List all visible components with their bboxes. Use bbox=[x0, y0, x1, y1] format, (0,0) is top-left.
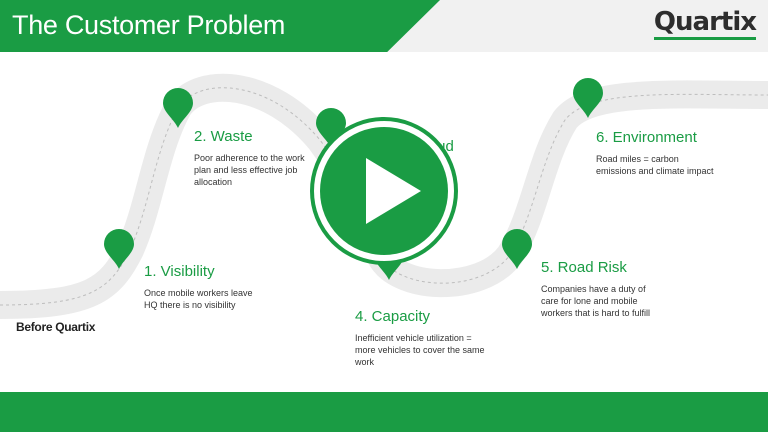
map-pin-icon bbox=[163, 88, 193, 128]
step-title: 5. Road Risk bbox=[541, 259, 627, 276]
page-title: The Customer Problem bbox=[12, 10, 286, 40]
step-title: 6. Environment bbox=[596, 129, 697, 146]
play-icon bbox=[366, 158, 421, 224]
step-title: 4. Capacity bbox=[355, 308, 431, 325]
map-pin-icon bbox=[316, 108, 346, 148]
step-environment: 6. Environment Road miles = carbon emiss… bbox=[596, 129, 716, 177]
step-visibility: 1. Visibility Once mobile workers leave … bbox=[144, 263, 254, 311]
play-button[interactable] bbox=[309, 116, 459, 266]
step-description: Once mobile workers leave HQ there is no… bbox=[144, 288, 253, 310]
map-pin-icon bbox=[573, 78, 603, 118]
footer-bar bbox=[0, 392, 768, 432]
step-capacity: 4. Capacity Inefficient vehicle utilizat… bbox=[355, 308, 485, 368]
step-description: Inefficient vehicle utilization = more v… bbox=[355, 333, 485, 367]
step-waste: 2. Waste Poor adherence to the work plan… bbox=[194, 128, 306, 188]
map-pin-icon bbox=[502, 229, 532, 269]
title-band bbox=[0, 0, 440, 52]
step-road-risk: 5. Road Risk Companies have a duty of ca… bbox=[541, 259, 656, 319]
step-description: Road miles = carbon emissions and climat… bbox=[596, 154, 714, 176]
logo-underline bbox=[653, 37, 756, 40]
step-description: Companies have a duty of care for lone a… bbox=[541, 284, 651, 318]
step-description: Poor adherence to the work plan and less… bbox=[194, 153, 305, 187]
quartix-logo: Quartix bbox=[653, 7, 757, 40]
step-title: 1. Visibility bbox=[144, 263, 215, 280]
map-pin-icon bbox=[104, 229, 134, 269]
logo-text: Quartix bbox=[653, 7, 757, 37]
start-label: Before Quartix bbox=[16, 320, 96, 334]
step-title: 2. Waste bbox=[194, 128, 253, 145]
